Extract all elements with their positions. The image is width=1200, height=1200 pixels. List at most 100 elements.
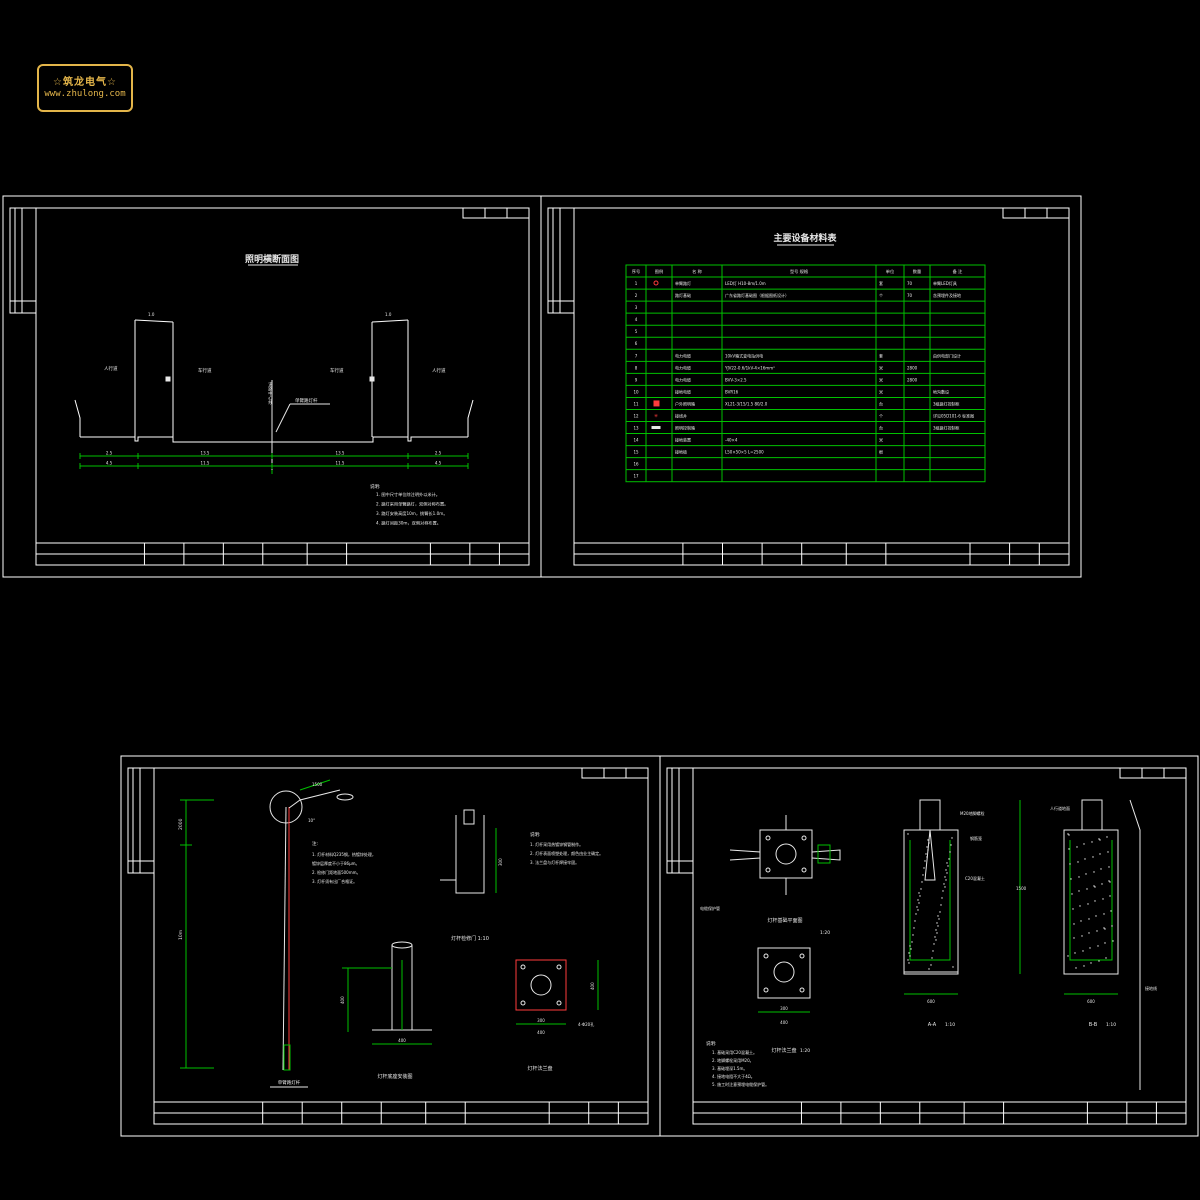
s3-pole-base <box>283 1044 291 1071</box>
s1-dim-label: 11.5 <box>336 461 345 466</box>
s4-concrete-dot <box>926 856 928 858</box>
s2-table-cell: 套 <box>879 280 883 286</box>
s2-table-cell: 70 <box>907 281 913 286</box>
s4-concrete-dot <box>945 879 947 881</box>
s3-flange-caption: 灯杆法兰盘 <box>527 1065 552 1072</box>
s4-concrete-dot <box>1078 890 1080 892</box>
s2-table-cell: 15 <box>633 450 639 455</box>
s2-legend-star-icon: ✳ <box>654 413 658 419</box>
s1-arm-right <box>371 319 409 323</box>
s4-dim-400-label: 400 <box>780 1020 788 1025</box>
s4-concrete-dot <box>924 860 926 862</box>
s4-concrete-dot <box>1094 886 1096 888</box>
s4-concrete-dot <box>1084 858 1086 860</box>
s3-note-line: 2. 灯杆表面喷塑处理，颜色由业主确定。 <box>530 850 603 856</box>
s4-concrete-dot <box>1108 866 1110 868</box>
s3-note-title: 说明: <box>530 831 541 838</box>
s3-spec-line: 1. 灯杆材料Q235钢，热镀锌处理， <box>312 851 376 857</box>
s2-table-cell: 电力电缆 <box>675 364 691 370</box>
s4-concrete-dot <box>936 922 938 924</box>
s1-arm-label-right: 1.0 <box>385 312 392 317</box>
s4-concrete-dot <box>928 842 930 844</box>
s2-table-cell: 2800 <box>907 377 918 382</box>
s4-sec-a-caption: A-A <box>928 1022 937 1028</box>
s4-sec-b-body <box>1063 829 1119 975</box>
s2-table-cell: L50×50×5 L=2500 <box>725 450 764 455</box>
s3-spec-title: 注: <box>312 840 318 847</box>
s4-flange-bolt <box>799 987 805 993</box>
s3-base-pole-top <box>391 941 413 949</box>
s4-rebar-label: 钢筋笼 <box>970 835 982 841</box>
s4-concrete-dot <box>911 941 913 943</box>
s2-outer-border <box>540 195 1082 578</box>
s2-table-cell: BVR16 <box>725 389 739 394</box>
s3-height-label: 10m <box>178 930 184 940</box>
s1-center-line-label: 道路中心线 <box>268 381 273 405</box>
s4-outer-border <box>659 755 1199 1137</box>
s2-table-cell: 套 <box>879 352 883 358</box>
s4-concrete-dot <box>907 959 909 961</box>
s3-base-dim-label: 400 <box>340 996 345 1004</box>
s3-base-caption: 灯杆底座安装图 <box>377 1073 412 1080</box>
s1-arm-left <box>134 319 174 323</box>
s1-label-lane-right: 车行道 <box>330 367 344 374</box>
s2-table-cell: 地沟敷设 <box>933 388 949 394</box>
s2-table-cell: 广东省路灯基础图（根据图纸设计） <box>725 292 789 298</box>
s2-table-cell: 台 <box>879 425 883 431</box>
s4-flange-bolt <box>763 953 769 959</box>
s4-concrete-dot <box>1094 900 1096 902</box>
s4-concrete-dot <box>916 906 918 908</box>
s4-sec-b-width-label: 600 <box>1087 999 1095 1004</box>
s4-notes-title: 说明: <box>706 1040 717 1047</box>
s2-table-header: 备 注 <box>953 268 964 275</box>
s4-concrete-dot <box>1111 925 1113 927</box>
s4-concrete-label: C20混凝土 <box>965 875 985 881</box>
s4-plan-caption: 灯杆基础平面图 <box>767 917 802 924</box>
s4-concrete-dot <box>1070 878 1072 880</box>
s2-table-cell: 10kV箱式变电站供电 <box>725 352 763 358</box>
s1-embankment-left <box>74 399 81 437</box>
s1-mark-left <box>165 376 171 382</box>
s2-table-cell: 电力电缆 <box>675 376 691 382</box>
s4-dim-300-label: 300 <box>780 1006 788 1011</box>
s3-spec-line: 3. 灯杆须有出厂合格证。 <box>312 878 357 884</box>
s1-callout-label: 单臂路灯杆 <box>295 397 318 404</box>
s4-sec-a-pole <box>919 799 941 831</box>
s1-binding-strip <box>9 207 37 314</box>
s2-table-cell: 路灯基础 <box>675 292 691 298</box>
s4-concrete-dot <box>1109 895 1111 897</box>
s4-concrete-dot <box>945 869 947 871</box>
s1-dim-label: 4.5 <box>435 461 442 466</box>
s4-note-line: 5. 施工时注意预埋电缆保护管。 <box>712 1081 769 1087</box>
s2-table-cell: 个 <box>879 293 883 298</box>
s4-concrete-dot <box>1105 957 1107 959</box>
s4-concrete-dot <box>1073 937 1075 939</box>
s2-legend-lamp-icon <box>653 280 659 286</box>
s4-concrete-dot <box>1080 920 1082 922</box>
s3-door-top <box>463 809 475 825</box>
s4-sec-b-scale: 1:10 <box>1106 1022 1116 1028</box>
s4-plan-center <box>775 843 797 865</box>
s2-table-cell: 详见05D101-6 标准图 <box>933 412 974 418</box>
s2-table-cell: 接地电缆 <box>675 388 691 394</box>
s4-concrete-dot <box>1079 905 1081 907</box>
s3-spec-line: 镀锌层厚度不小于86μm。 <box>312 860 360 866</box>
s2-table-header: 型号 规格 <box>790 268 809 275</box>
s2-legend-bar-icon <box>651 426 661 430</box>
s4-concrete-dot <box>908 962 910 964</box>
s3-flange-bolt-hole <box>556 964 562 970</box>
s1-note-line: 4. 路灯间距30m，双侧对称布置。 <box>376 520 441 527</box>
s2-table-cell: 米 <box>879 437 883 443</box>
s4-concrete-dot <box>918 892 920 894</box>
s4-bolt-label: M20地脚螺栓 <box>960 810 985 816</box>
s4-concrete-dot <box>1074 952 1076 954</box>
s1-title: 照明横断面图 <box>245 253 299 265</box>
s2-table-cell: 16 <box>633 462 639 467</box>
s3-binding-strip <box>127 767 155 874</box>
s1-dim-label: 11.5 <box>201 461 210 466</box>
s4-concrete-dot <box>1107 851 1109 853</box>
s2-page-box <box>1002 207 1070 219</box>
s2-table-cell: 电力电缆 <box>675 352 691 358</box>
s2-table-cell: XL21-3/15/1.5 80/2.0 <box>725 401 768 406</box>
